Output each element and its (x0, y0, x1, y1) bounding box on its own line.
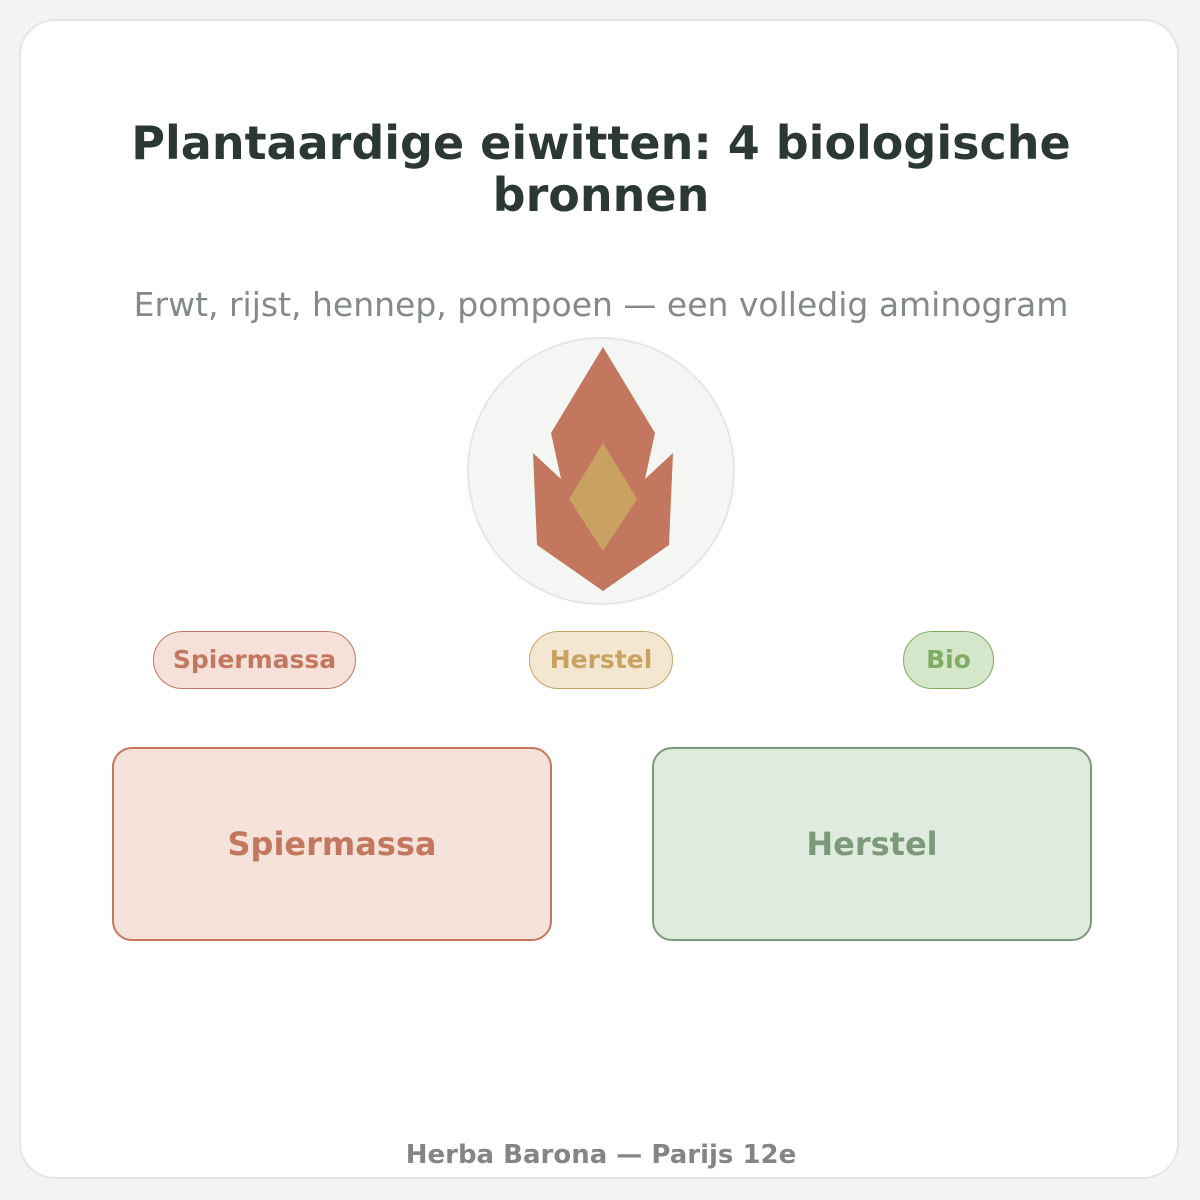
tag-bio: Bio (903, 631, 994, 689)
benefit-box-herstel: Herstel (652, 747, 1092, 941)
footer-text: Herba Barona — Parijs 12e (405, 1140, 797, 1170)
tag-herstel: Herstel (529, 631, 673, 689)
tag-spiermassa: Spiermassa (153, 631, 356, 689)
info-card: Plantaardige eiwitten: 4 biologische bro… (19, 19, 1179, 1179)
page-subtitle: Erwt, rijst, hennep, pompoen — een volle… (133, 285, 1069, 324)
benefit-box-spiermassa: Spiermassa (112, 747, 552, 941)
flame-icon (533, 347, 673, 591)
emblem (467, 337, 735, 605)
page-title: Plantaardige eiwitten: 4 biologische bro… (131, 116, 1071, 222)
